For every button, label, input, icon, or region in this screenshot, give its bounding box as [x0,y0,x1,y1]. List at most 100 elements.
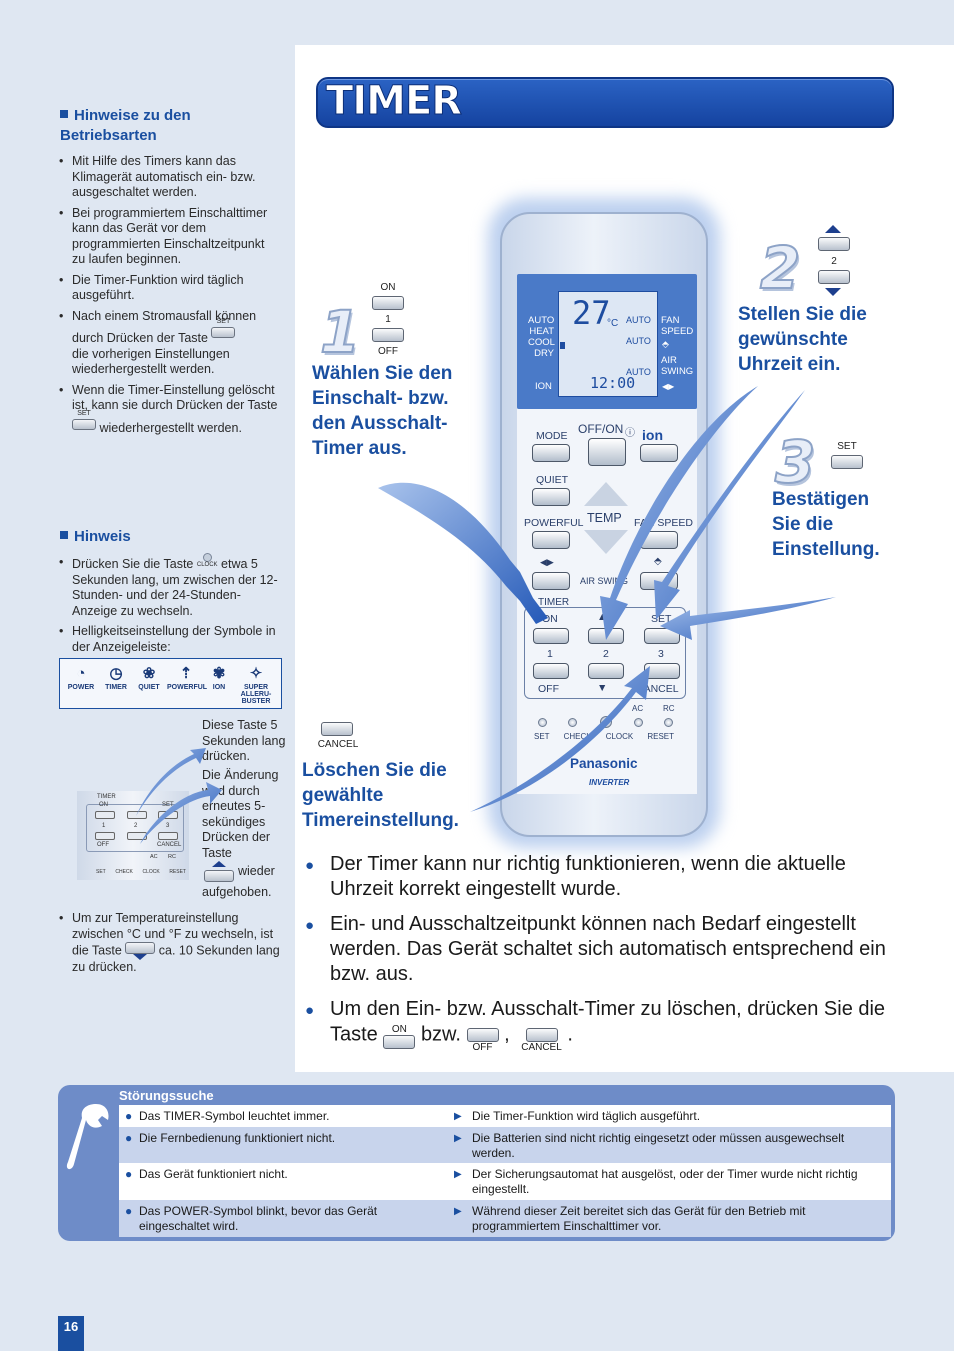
note-heading: Hinweis [60,527,131,547]
table-row: ●Die Fernbedienung funktioniert nicht. ▶… [119,1127,891,1163]
page-title: TIMER [325,78,462,125]
list-item: Der Timer kann nur richtig funktionieren… [305,852,895,902]
quiet-icon: ❀ [142,665,156,682]
ion-icon: ✾ [212,665,226,682]
swing-vertical-icon: ⬘ [662,339,669,349]
down-key-icon [125,942,156,954]
off-on-button[interactable] [588,438,626,466]
powerful-icon: ⇡ [179,665,193,682]
step-2-text: Stellen Sie die gewünschte Uhrzeit ein. [738,304,867,375]
title-bar [316,77,894,128]
timer-icon: ◷ [109,665,123,682]
mini-cancel-key [158,832,178,840]
symbol-row: ◔POWER ◷TIMER ❀QUIET ⇡POWERFUL ✾ION ✧SUP… [64,664,279,705]
off-key-icon [372,328,404,342]
allergy-buster-icon: ✧ [249,665,263,682]
modes-list: Mit Hilfe des Timers kann das Klimagerät… [58,154,280,441]
timer-down-button[interactable] [588,663,624,679]
list-item: Nach einem Stromausfall können durch Drü… [58,309,280,378]
swing-vertical-icon: ⬘ [654,556,662,567]
power-symbol-icon: ⓘ [625,428,635,439]
list-item: Helligkeitseinstellung der Symbole in de… [58,624,284,655]
table-row: ●Das TIMER-Symbol leuchtet immer. ▶Die T… [119,1105,891,1127]
lcd-screen [558,291,658,397]
set-key-icon [72,418,96,430]
list-item: Mit Hilfe des Timers kann das Klimagerät… [58,154,280,201]
mini-on-key [95,811,115,819]
arrow-step-3 [660,597,836,640]
table-row: ●Das POWER-Symbol blinkt, bevor das Gerä… [119,1200,891,1237]
brand-logo: Panasonic [570,756,638,771]
timer-off-button[interactable] [533,663,569,679]
powerful-button[interactable] [532,531,570,549]
mini-up-key [127,811,147,819]
step-3-text: Bestätigen Sie die Einstellung. [772,489,880,560]
clock-key-icon [202,553,212,562]
square-bullet-icon [60,110,68,119]
mode-button[interactable] [532,444,570,462]
timer-on-button[interactable] [533,628,569,644]
up-arrow-icon [825,225,841,233]
down-arrow-icon [133,954,148,960]
note-list: Drücken Sie die Taste CLOCK etwa 5 Sekun… [58,553,284,660]
arrow-step-2b [654,390,805,620]
swing-horizontal-icon: ◀▶ [540,557,554,567]
up-key-icon [204,869,234,882]
up-arrow-icon [212,861,226,867]
lcd-time: 12:00 [590,374,636,392]
temp-note-list: Um zur Temperatureinstellung zwischen °C… [58,911,284,981]
cancel-text: Löschen Sie die gewählte Timereinstellun… [302,760,459,831]
arrow-mini-up [140,782,222,844]
down-arrow-icon [825,288,841,296]
cancel-key-icon [321,722,353,736]
square-bullet-icon [60,531,68,540]
ac-pin-button[interactable] [634,718,643,727]
arrow-step-1 [378,482,548,624]
timer-set-button[interactable] [644,628,680,644]
air-swing-horizontal-button[interactable] [532,572,570,590]
ion-button[interactable] [640,444,678,462]
list-item: Bei programmiertem Einschalttimer kann d… [58,206,280,268]
up-arrow-icon: ▲ [597,611,608,623]
list-item: Drücken Sie die Taste CLOCK etwa 5 Sekun… [58,553,284,619]
arrow-cancel [470,666,650,812]
set-key-icon [831,455,863,469]
off-key-icon [466,1028,499,1042]
on-key-icon [372,296,404,310]
set-key-icon [211,327,236,339]
up-key-icon [818,237,850,251]
main-notes: Der Timer kann nur richtig funktionieren… [305,852,895,1058]
check-pin-button[interactable] [568,718,577,727]
step-number-1: 1 [319,297,361,367]
troubleshooting-title: Störungssuche [119,1088,214,1103]
temp-up-button[interactable] [584,482,628,506]
temp-down-button[interactable] [584,530,628,554]
page-number: 16 [58,1316,84,1351]
rc-reset-pin-button[interactable] [664,718,673,727]
on-key-icon [383,1035,416,1049]
modes-heading: Hinweise zu den Betriebsarten [60,107,191,144]
list-item: Um den Ein- bzw. Ausschalt-Timer zu lösc… [305,997,895,1053]
lcd-temperature: 27 [572,294,611,332]
down-key-icon [818,270,850,284]
step-number-3: 3 [774,427,816,497]
power-icon: ◔ [76,665,86,682]
mini-off-key [95,832,115,840]
list-item: Ein- und Ausschaltzeitpunkt können nach … [305,912,895,987]
list-item: Die Timer-Funktion wird täglich ausgefüh… [58,273,280,304]
swing-horizontal-icon: ◀▶ [662,382,675,391]
set-pin-button[interactable] [538,718,547,727]
symbol-bar [59,658,282,709]
wrench-icon [66,1104,109,1170]
table-row: ●Das Gerät funktioniert nicht. ▶Der Sich… [119,1163,891,1200]
list-item: Wenn die Timer-Einstellung gelöscht ist,… [58,383,280,437]
arrow-step-2 [600,386,758,640]
arrow-mini-set [136,748,206,816]
cancel-key-icon [525,1028,558,1042]
down-arrow-icon: ▼ [597,682,608,694]
step-1-text: Wählen Sie den Einschalt- bzw. den Aussc… [312,363,453,459]
quiet-button[interactable] [532,488,570,506]
press-note: Diese Taste 5 Sekunden lang drücken. [202,718,286,763]
list-item: Um zur Temperatureinstellung zwischen °C… [58,911,284,976]
